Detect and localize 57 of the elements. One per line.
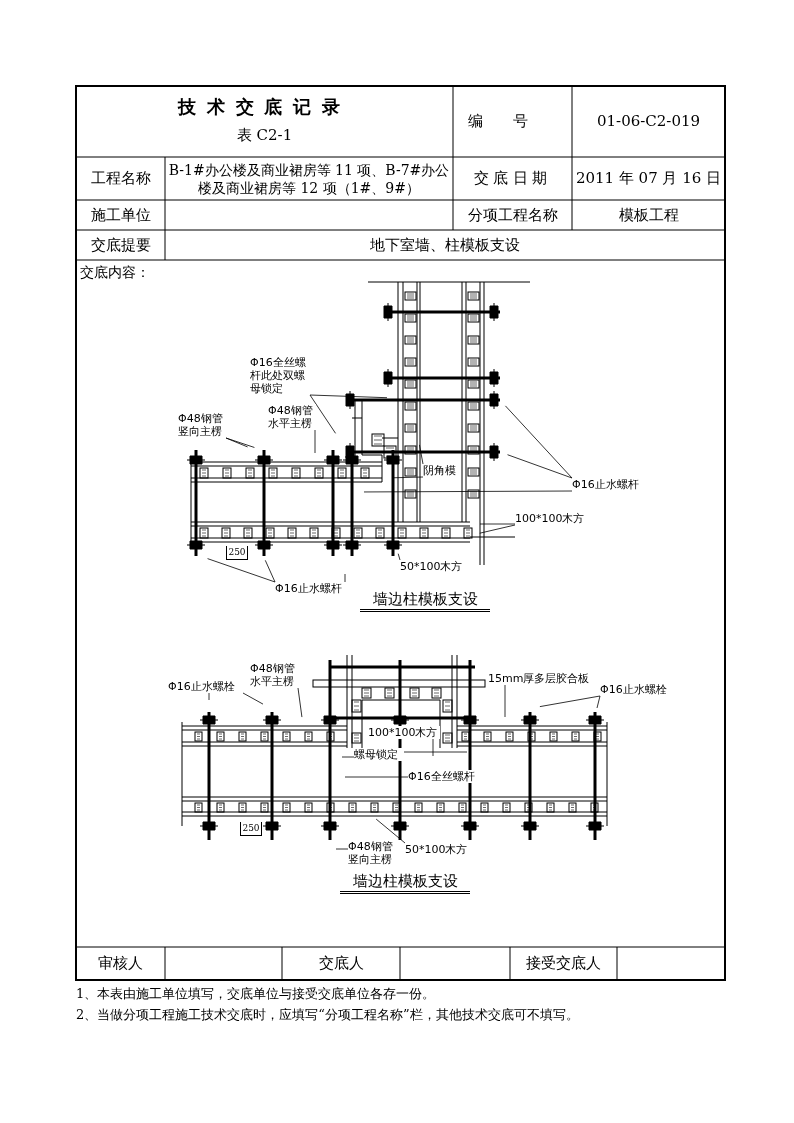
leader-line <box>539 695 601 707</box>
callout-label: 15mm厚多层胶合板 <box>488 672 590 685</box>
field-label: 交底人 <box>317 953 365 974</box>
leader-line <box>208 692 210 701</box>
callout-label: Φ48钢管水平主楞 <box>250 662 298 688</box>
leader-line <box>479 523 516 525</box>
leader-line <box>344 573 346 583</box>
leader-line <box>225 437 255 448</box>
leader-line <box>242 692 264 705</box>
leader-line <box>309 394 336 434</box>
footnote: 1、本表由施工单位填写，交底单位与接受交底单位各存一份。 <box>76 984 437 1003</box>
leader-line <box>264 559 276 583</box>
leader-line <box>596 695 601 709</box>
field-value: B-1#办公楼及商业裙房等 11 项、B-7#办公楼及商业裙房等 12 项（1#、9#） <box>167 160 451 198</box>
drawing-caption: 墙边柱模板支设 <box>340 872 470 894</box>
footnote: 2、当做分项工程施工技术交底时，应填写“分项工程名称”栏，其他技术交底可不填写。 <box>76 1005 580 1024</box>
leader-line <box>432 738 434 757</box>
leader-line <box>207 558 276 583</box>
field-value: 地下室墙、柱模板支设 <box>369 234 521 256</box>
field-label: 分项工程名称 <box>466 204 559 226</box>
callout-label: Φ48钢管水平主楞 <box>268 404 316 430</box>
field-label: 交底提要 <box>89 234 152 256</box>
field-value: 模板工程 <box>617 204 680 226</box>
leader-line <box>479 524 516 534</box>
leader-line <box>419 444 424 465</box>
leader-line <box>375 818 406 844</box>
leader-line <box>363 490 573 493</box>
leader-line <box>403 751 468 753</box>
callout-label: Φ48钢管竖向主楞 <box>178 412 226 438</box>
form-number: 表 C2-1 <box>235 124 294 146</box>
field-label: 编号 <box>466 111 559 132</box>
leader-line <box>505 405 573 479</box>
dimension-label: 250 <box>240 822 262 836</box>
callout-label: 阴角模 <box>423 464 459 477</box>
leader-line <box>309 394 388 399</box>
field-value: 01-06-C2-019 <box>596 111 701 132</box>
field-label: 工程名称 <box>89 168 152 189</box>
leader-line <box>397 553 401 561</box>
field-label: 交底日期 <box>472 168 553 189</box>
leader-line <box>504 684 506 718</box>
leader-line <box>341 756 355 758</box>
field-label: 接受交底人 <box>525 953 602 974</box>
callout-label: 100*100木方 <box>368 726 440 739</box>
leader-line <box>507 454 573 479</box>
form-title: 技术交底记录 <box>176 94 352 119</box>
field-label: 审核人 <box>97 953 144 974</box>
field-label: 施工单位 <box>89 204 152 226</box>
dimension-label: 250 <box>226 546 248 560</box>
callout-label: Φ48钢管竖向主楞 <box>348 840 396 866</box>
field-label: 交底内容： <box>80 262 151 282</box>
leader-line <box>392 476 424 479</box>
field-value: 2011 年 07 月 16 日 <box>574 168 723 189</box>
leader-line <box>297 687 303 718</box>
leader-line <box>335 848 349 850</box>
callout-label: 螺母锁定 <box>354 748 404 761</box>
leader-line <box>344 776 409 778</box>
drawing-caption: 墙边柱模板支设 <box>360 590 490 612</box>
